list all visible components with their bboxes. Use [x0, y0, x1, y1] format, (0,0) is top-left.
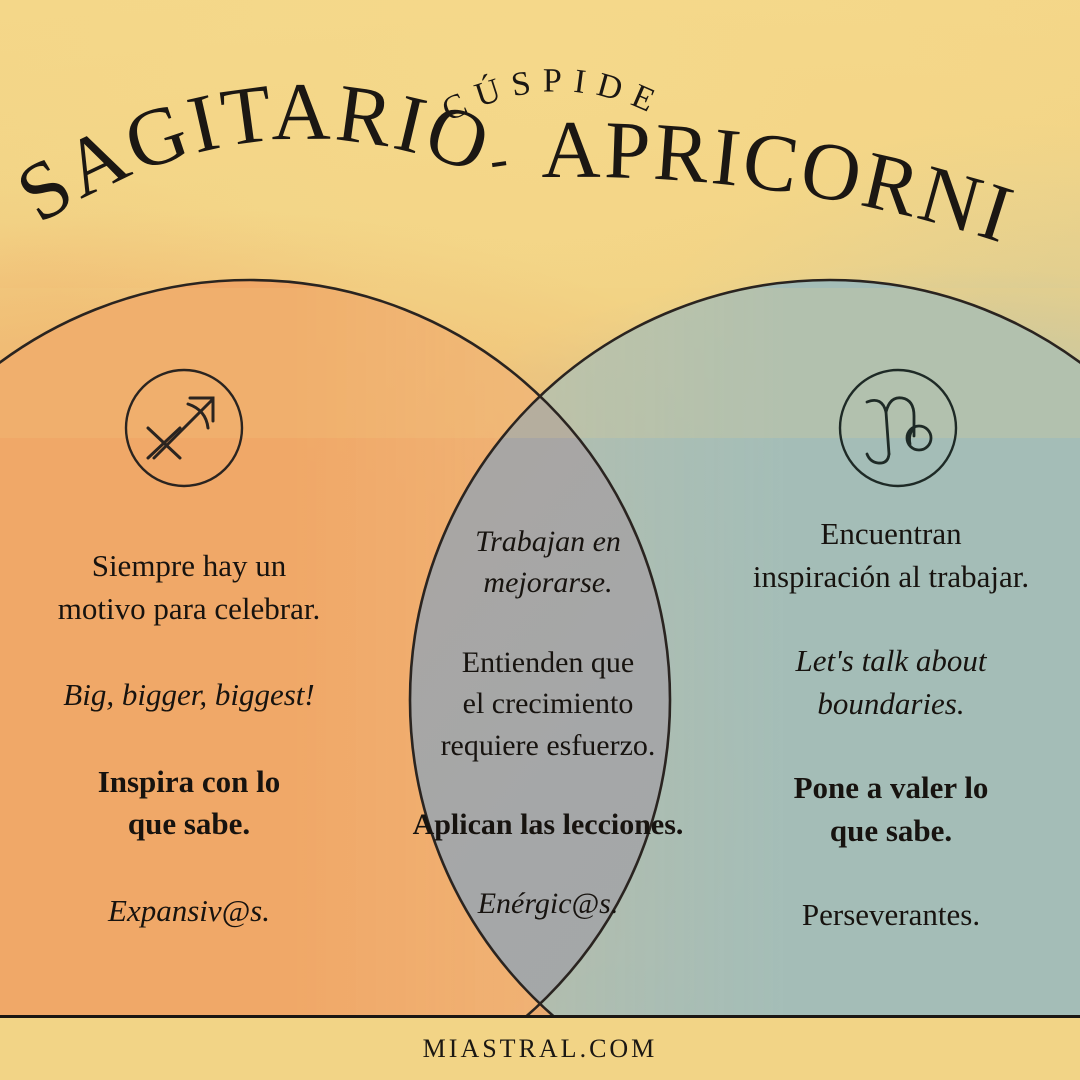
venn-outline-right	[408, 278, 1080, 1018]
website-label: MIASTRAL.COM	[422, 1034, 658, 1063]
venn-shapes	[0, 278, 1080, 1018]
sagittarius-icon	[146, 396, 215, 460]
text-block: Perseverantes.	[801, 897, 981, 933]
text-block: Siempre hay un motivo para celebrar.	[57, 548, 321, 626]
center-column-text: Trabajan en mejorarse. Entienden que el …	[398, 524, 698, 966]
text-block: Trabajan en mejorarse.	[475, 525, 621, 600]
text-block: Let's talk about boundaries.	[795, 643, 987, 721]
title-separator: -	[485, 128, 511, 190]
badge-ring	[838, 368, 958, 488]
text-block: Expansiv@s.	[108, 892, 270, 928]
badge-ring	[124, 368, 244, 488]
text-block: Inspira con lo que sabe.	[97, 763, 281, 842]
right-column-text: Encuentran inspiración al trabajar. Let'…	[724, 516, 1058, 982]
text-block: Enérgic@s.	[477, 887, 619, 921]
text-block: Pone a valer lo que sabe.	[793, 770, 989, 848]
text-block: Aplican las lecciones.	[412, 807, 684, 841]
text-block: Entienden que el crecimiento requiere es…	[440, 645, 656, 762]
sagittarius-badge	[124, 368, 244, 488]
text-block: Big, bigger, biggest!	[63, 677, 315, 713]
left-column-text: Siempre hay un motivo para celebrar. Big…	[16, 548, 362, 935]
text-block: Encuentran inspiración al trabajar.	[752, 516, 1030, 594]
capricorn-icon	[865, 396, 933, 465]
venn-outline-left	[0, 278, 672, 1018]
title-sagitario: SAGITARIO	[1, 66, 503, 240]
capricorn-badge	[838, 368, 958, 488]
footer-bar: MIASTRAL.COM	[0, 1015, 1080, 1080]
title-group: CÚSPIDE SAGITARIO - CAPRICORNIO	[0, 0, 1023, 261]
